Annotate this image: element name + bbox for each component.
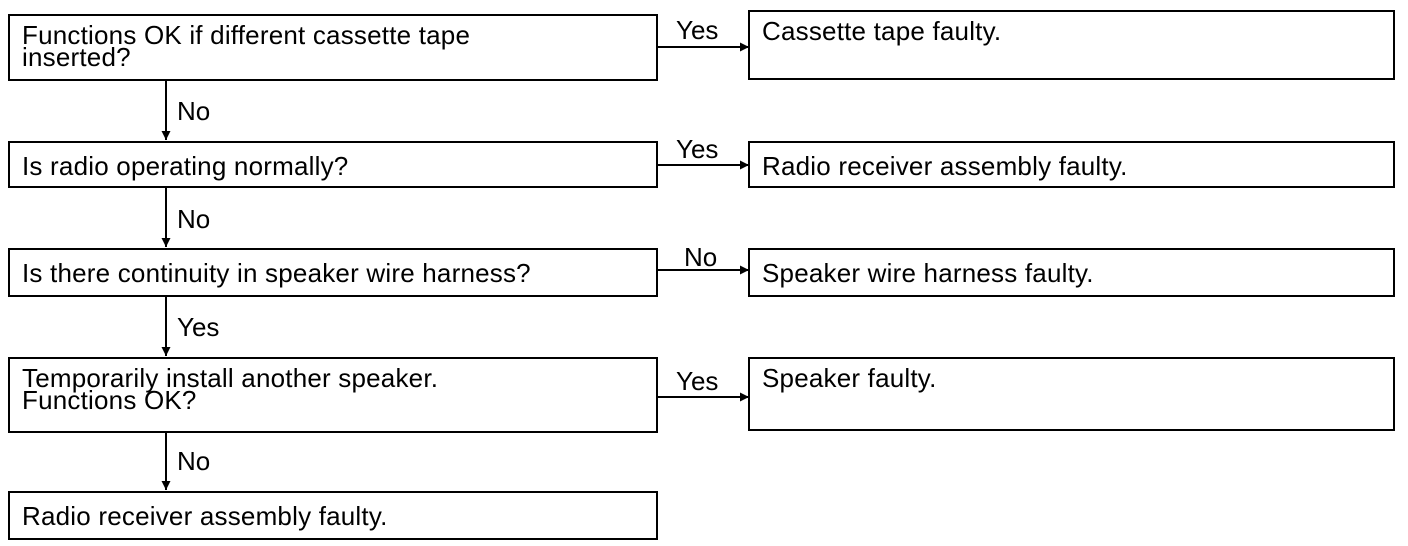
result-box-2: Radio receiver assembly faulty. <box>748 141 1395 188</box>
question-box-4: Temporarily install another speaker. Fun… <box>8 357 658 433</box>
next-label-2: No <box>177 204 211 234</box>
next-label-3: Yes <box>177 312 220 342</box>
branch-label-1: Yes <box>676 15 719 45</box>
question-box-2: Is radio operating normally? <box>8 141 658 188</box>
branch-label-3: No <box>684 242 718 272</box>
question-box-1: Functions OK if different cassette tape … <box>8 14 658 81</box>
result-box-1: Cassette tape faulty. <box>748 10 1395 80</box>
final-result-box: Radio receiver assembly faulty. <box>8 491 658 540</box>
branch-label-2: Yes <box>676 134 719 164</box>
question-box-3: Is there continuity in speaker wire harn… <box>8 248 658 297</box>
next-label-4: No <box>177 446 211 476</box>
branch-label-4: Yes <box>676 366 719 396</box>
next-label-1: No <box>177 96 211 126</box>
result-box-4: Speaker faulty. <box>748 357 1395 431</box>
result-box-3: Speaker wire harness faulty. <box>748 248 1395 297</box>
